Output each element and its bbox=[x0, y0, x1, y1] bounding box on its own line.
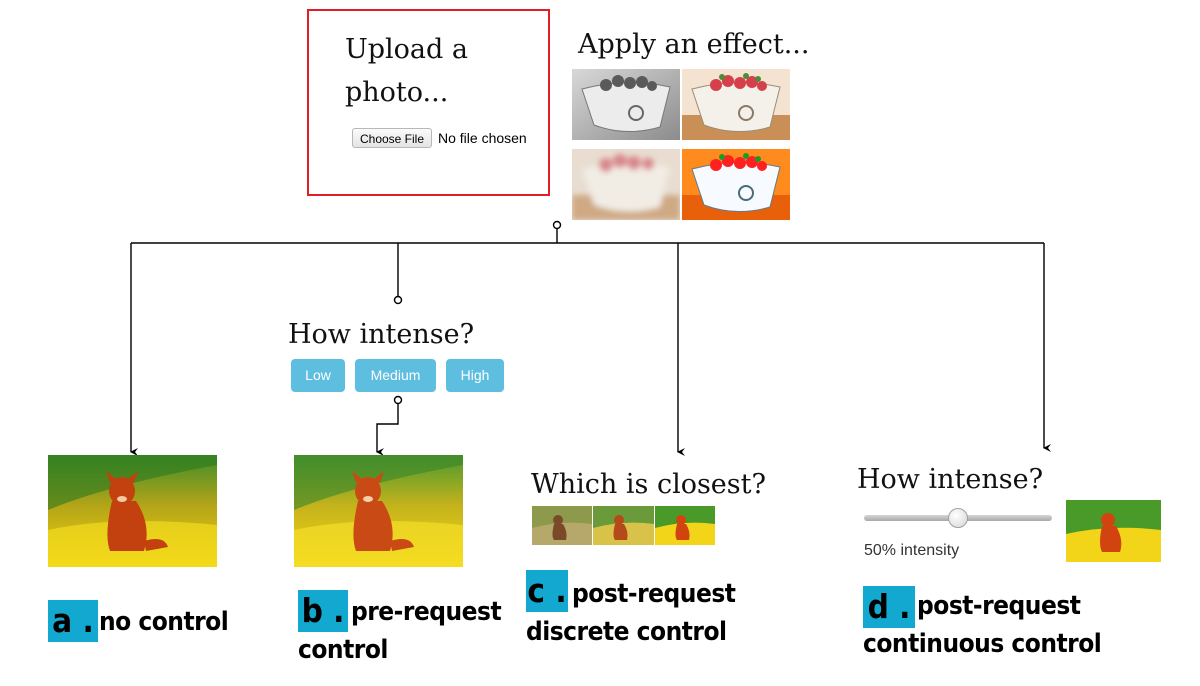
label-c-text-line1: post-request bbox=[572, 579, 736, 609]
pre-request-question: How intense? bbox=[288, 319, 475, 350]
closest-option-1[interactable] bbox=[532, 506, 592, 545]
intensity-medium-button[interactable]: Medium bbox=[355, 359, 436, 392]
upload-panel bbox=[307, 9, 550, 196]
label-c-text-line2: discrete control bbox=[526, 617, 727, 647]
label-b-text-line2: control bbox=[298, 635, 388, 665]
intensity-slider-thumb[interactable] bbox=[948, 508, 968, 528]
label-c-badge: c . bbox=[526, 570, 568, 612]
closest-option-2[interactable] bbox=[593, 506, 654, 545]
dog-photo-d bbox=[1066, 500, 1161, 562]
branch-b-node-bottom bbox=[393, 395, 403, 405]
branch-b-node-top bbox=[393, 295, 403, 305]
label-a-text: no control bbox=[99, 607, 229, 637]
continuous-question: How intense? bbox=[857, 464, 1044, 495]
dog-photo-a bbox=[48, 455, 217, 567]
label-d-text-line2: continuous control bbox=[863, 629, 1102, 659]
label-a-badge: a . bbox=[48, 600, 98, 642]
label-b-badge: b . bbox=[298, 590, 348, 632]
closest-option-3[interactable] bbox=[655, 506, 715, 545]
label-d-badge: d . bbox=[863, 586, 915, 628]
file-status-text: No file chosen bbox=[438, 130, 527, 146]
trunk-node bbox=[552, 220, 562, 230]
intensity-high-button[interactable]: High bbox=[446, 359, 504, 392]
effect-thumb-grayscale[interactable] bbox=[572, 69, 680, 140]
effect-title: Apply an effect... bbox=[578, 29, 810, 60]
label-b-text-line1: pre-request bbox=[351, 597, 502, 627]
slider-value-label: 50% intensity bbox=[864, 542, 960, 559]
dog-figure bbox=[106, 471, 168, 551]
effect-thumb-blur[interactable] bbox=[572, 149, 680, 220]
label-d-text-line1: post-request bbox=[917, 591, 1081, 621]
effect-thumb-original[interactable] bbox=[682, 69, 790, 140]
dog-photo-b bbox=[294, 455, 463, 567]
upload-title: Upload a photo... bbox=[345, 34, 468, 108]
effect-thumb-saturated[interactable] bbox=[682, 149, 790, 220]
closest-question: Which is closest? bbox=[531, 469, 766, 500]
intensity-low-button[interactable]: Low bbox=[291, 359, 345, 392]
choose-file-button[interactable]: Choose File bbox=[352, 128, 432, 148]
branch-b-bottom-line bbox=[376, 404, 399, 456]
